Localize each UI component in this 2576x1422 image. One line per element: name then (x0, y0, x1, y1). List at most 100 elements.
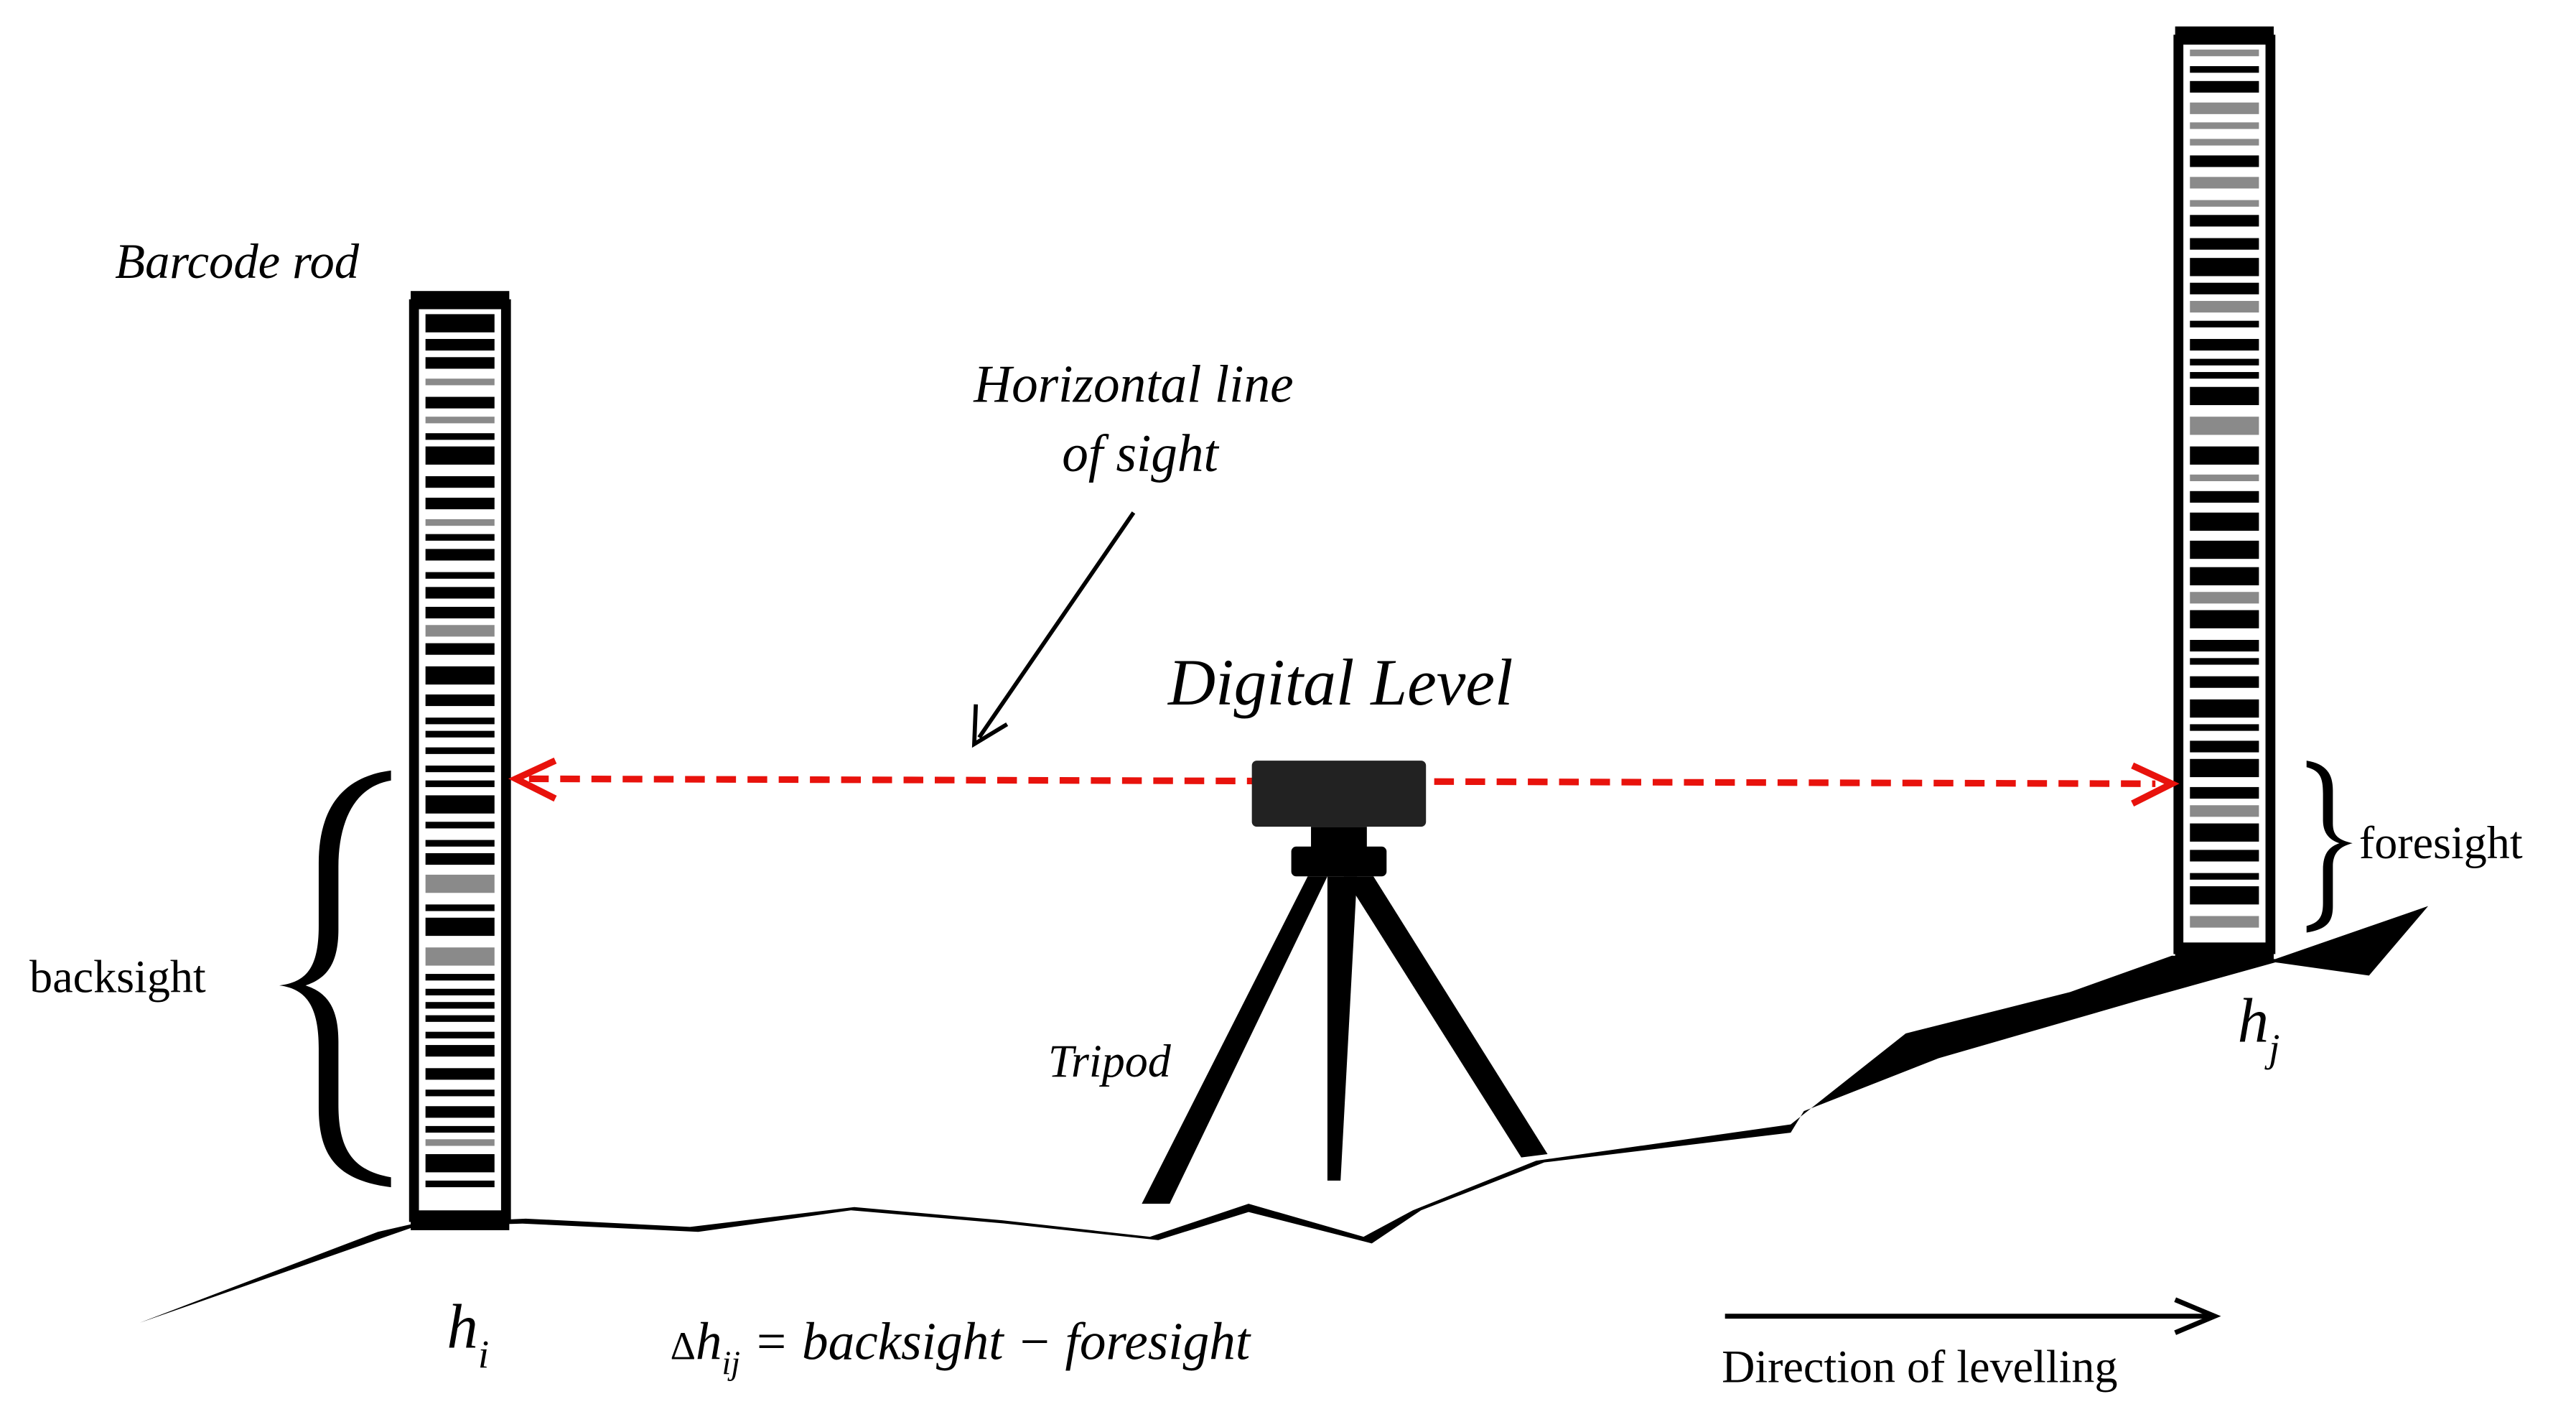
barcode-bar (425, 1089, 495, 1097)
barcode-bar (425, 338, 495, 351)
barcode-bar (425, 694, 495, 707)
barcode-bar (425, 433, 495, 440)
barcode-bar (425, 988, 495, 995)
barcode-bar (425, 1125, 495, 1133)
line-of-sight-label-line2: of sight (1062, 424, 1219, 483)
barcode-bar (2190, 282, 2259, 294)
rod-right-bars (2190, 50, 2259, 928)
barcode-bar (425, 1180, 495, 1188)
barcode-bar (2190, 540, 2259, 559)
barcode-bar (425, 446, 495, 465)
barcode-bar (2190, 567, 2259, 586)
barcode-bar (425, 853, 495, 865)
barcode-bar (425, 1045, 495, 1057)
barcode-bar (2190, 512, 2259, 531)
barcode-bar (2190, 740, 2259, 753)
line-of-sight-right-arrowhead (2131, 762, 2180, 807)
barcode-bar (2190, 66, 2259, 73)
barcode-bar (425, 625, 495, 637)
foresight-brace (2306, 761, 2353, 933)
barcode-bar (2190, 215, 2259, 227)
barcode-bar (2190, 301, 2259, 313)
barcode-bar (425, 1139, 495, 1146)
barcode-bar (2190, 676, 2259, 688)
barcode-bar (2190, 786, 2259, 799)
direction-label: Direction of levelling (1722, 1342, 2117, 1393)
barcode-bar (425, 780, 495, 787)
barcode-bar (425, 974, 495, 981)
barcode-bar (425, 1068, 495, 1080)
barcode-bar (425, 314, 495, 333)
barcode-bar (425, 947, 495, 966)
barcode-bar (425, 1031, 495, 1038)
barcode-bar (425, 1015, 495, 1022)
delta-h-formula: Δhij = backsight − foresight (671, 1312, 1251, 1381)
barcode-bar (425, 730, 495, 738)
rod-left-base (411, 1210, 510, 1230)
barcode-bar (425, 765, 495, 773)
barcode-bar (425, 666, 495, 685)
barcode-bar (2190, 102, 2259, 114)
barcode-bar (425, 606, 495, 619)
foresight-label: foresight (2359, 817, 2523, 868)
h-i-label: hi (447, 1291, 489, 1376)
barcode-bar (2190, 916, 2259, 928)
barcode-bar (2190, 446, 2259, 465)
barcode-bar (2190, 758, 2259, 778)
barcode-bar (2190, 417, 2259, 435)
h-j-label: hj (2238, 985, 2280, 1070)
tripod-label: Tripod (1048, 1036, 1172, 1087)
barcode-bar (425, 519, 495, 526)
barcode-bar (2190, 724, 2259, 731)
barcode-bar (425, 874, 495, 893)
barcode-bar (2190, 358, 2259, 366)
barcode-bar (425, 840, 495, 847)
barcode-bar (425, 417, 495, 424)
barcode-rod-label: Barcode rod (115, 234, 359, 289)
barcode-bar (425, 357, 495, 369)
rod-left-body (409, 299, 511, 1222)
barcode-bar (425, 378, 495, 386)
barcode-bar (2190, 699, 2259, 718)
barcode-bar (2190, 386, 2259, 406)
barcode-bar (2190, 258, 2259, 276)
barcode-bar (2190, 850, 2259, 862)
barcode-bar (2190, 238, 2259, 250)
barcode-bar (2190, 823, 2259, 842)
barcode-bar (2190, 372, 2259, 379)
barcode-bar (2190, 50, 2259, 57)
rod-left-bars (425, 314, 495, 1188)
barcode-bar (425, 643, 495, 655)
barcode-bar (425, 534, 495, 541)
barcode-bar (2190, 592, 2259, 604)
barcode-bar (2190, 805, 2259, 817)
barcode-bar (2190, 886, 2259, 905)
barcode-bar (425, 917, 495, 937)
barcode-bar (425, 1002, 495, 1009)
line-of-sight-label-line1: Horizontal line (973, 355, 1293, 413)
digital-level-icon (1251, 761, 1427, 827)
barcode-bar (425, 822, 495, 829)
backsight-brace (279, 770, 391, 1188)
digital-level-label: Digital Level (1167, 646, 1513, 719)
barcode-bar (2190, 200, 2259, 207)
barcode-bar (425, 549, 495, 561)
barcode-bar (2190, 338, 2259, 351)
barcode-bar (2190, 122, 2259, 129)
backsight-label: backsight (29, 951, 206, 1002)
barcode-bar (2190, 640, 2259, 652)
line-of-sight-left-arrowhead (508, 757, 557, 802)
barcode-bar (425, 587, 495, 599)
barcode-bar (2190, 320, 2259, 327)
tripod-icon (1142, 827, 1548, 1204)
barcode-bar (2190, 474, 2259, 481)
barcode-bar (2190, 80, 2259, 93)
barcode-bar (425, 1106, 495, 1118)
barcode-bar (425, 476, 495, 488)
barcode-bar (2190, 155, 2259, 167)
barcode-bar (425, 1154, 495, 1173)
barcode-bar (2190, 658, 2259, 665)
barcode-bar (2190, 177, 2259, 189)
barcode-bar (425, 904, 495, 911)
barcode-bar (425, 396, 495, 409)
